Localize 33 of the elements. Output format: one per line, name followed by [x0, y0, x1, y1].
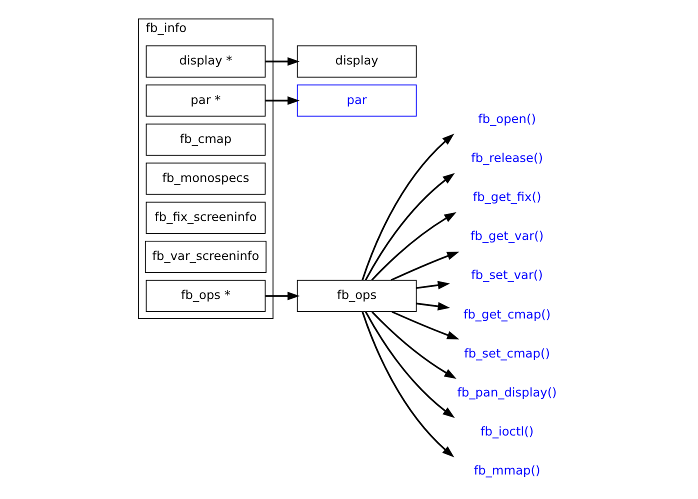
- arrow: [266, 96, 300, 105]
- node-text: fb_open(): [478, 112, 536, 126]
- node-box: display: [296, 45, 417, 78]
- node-box: fb_var_screeninfo: [144, 240, 266, 273]
- arrow: [372, 311, 456, 379]
- node-text: fb_ioctl(): [480, 424, 534, 439]
- node-box: fb_ops: [296, 280, 417, 312]
- node-text: fb_get_fix(): [472, 190, 542, 204]
- node-text: fb_get_var(): [470, 229, 544, 244]
- node-box: fb_ops *: [146, 280, 266, 312]
- node-text: fb_set_var(): [471, 268, 543, 282]
- arrow: [266, 292, 300, 300]
- arrow: [416, 280, 450, 290]
- arrow: [371, 212, 456, 281]
- node-text: fb_mmap(): [474, 464, 540, 478]
- node-text: fb_release(): [471, 150, 543, 165]
- arrow: [416, 302, 450, 311]
- node-box: fb_cmap: [146, 124, 266, 156]
- node-box: display *: [146, 45, 266, 78]
- node-text: fb_get_cmap(): [463, 307, 551, 322]
- node-box: fb_fix_screeninfo: [146, 202, 266, 234]
- node-text: fb_pan_display(): [457, 385, 557, 400]
- arrow: [362, 312, 454, 458]
- arrow: [266, 57, 300, 66]
- node-box: par: [296, 84, 417, 117]
- arrow: [392, 310, 460, 340]
- arrow: [364, 311, 455, 418]
- node-box: par *: [146, 84, 266, 117]
- arrow: [362, 134, 454, 281]
- node-text: fb_set_cmap(): [464, 346, 550, 360]
- arrow: [390, 252, 460, 281]
- arrow: [364, 172, 455, 281]
- node-box: fb_monospecs: [146, 162, 266, 195]
